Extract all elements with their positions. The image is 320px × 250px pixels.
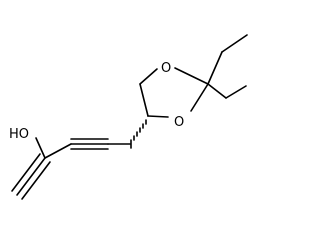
oxygen-label-bottom: O (174, 115, 184, 130)
ethyl-group-lower (207, 83, 247, 99)
ethyl-group-upper (207, 34, 248, 85)
hashed-wedge-bond (130, 119, 147, 149)
oxygen-label-top: O (161, 61, 171, 76)
carbinol-to-alkyne-bond (44, 143, 72, 159)
dioxolane-ring (139, 67, 209, 118)
terminal-alkyne-bond (11, 153, 51, 200)
carbinol-oh-bond (35, 137, 46, 159)
internal-alkyne-bond (70, 138, 109, 150)
molecule-diagram: O O HO (9, 34, 248, 200)
hydroxyl-label: HO (9, 127, 29, 142)
